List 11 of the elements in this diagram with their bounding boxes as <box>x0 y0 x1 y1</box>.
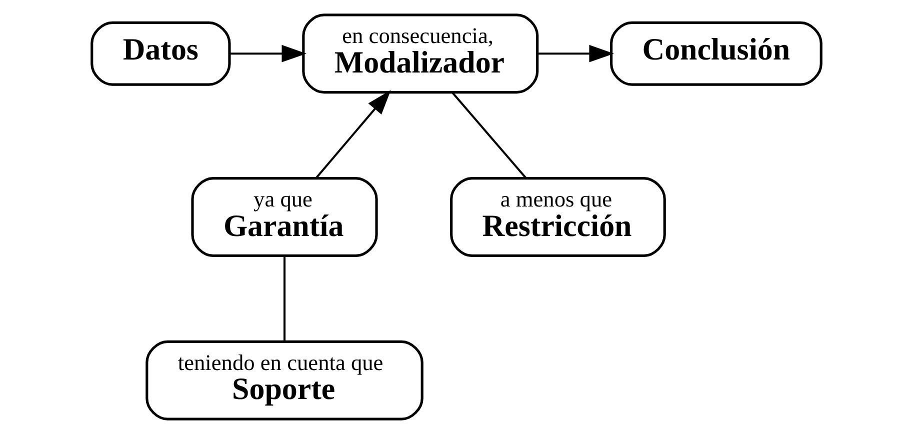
node-box: a menos que Restricción <box>450 177 666 257</box>
connector <box>451 92 526 178</box>
node-box: Datos <box>90 21 230 86</box>
connector <box>282 256 286 342</box>
node-box: en consecuencia, Modalizador <box>302 14 538 94</box>
arrow <box>229 44 306 62</box>
node-box: Conclusión <box>610 21 822 86</box>
node-box: teniendo en cuenta que Soporte <box>145 340 423 420</box>
arrow <box>537 44 614 62</box>
arrow <box>315 90 390 178</box>
node-box: ya que Garantía <box>190 177 378 257</box>
